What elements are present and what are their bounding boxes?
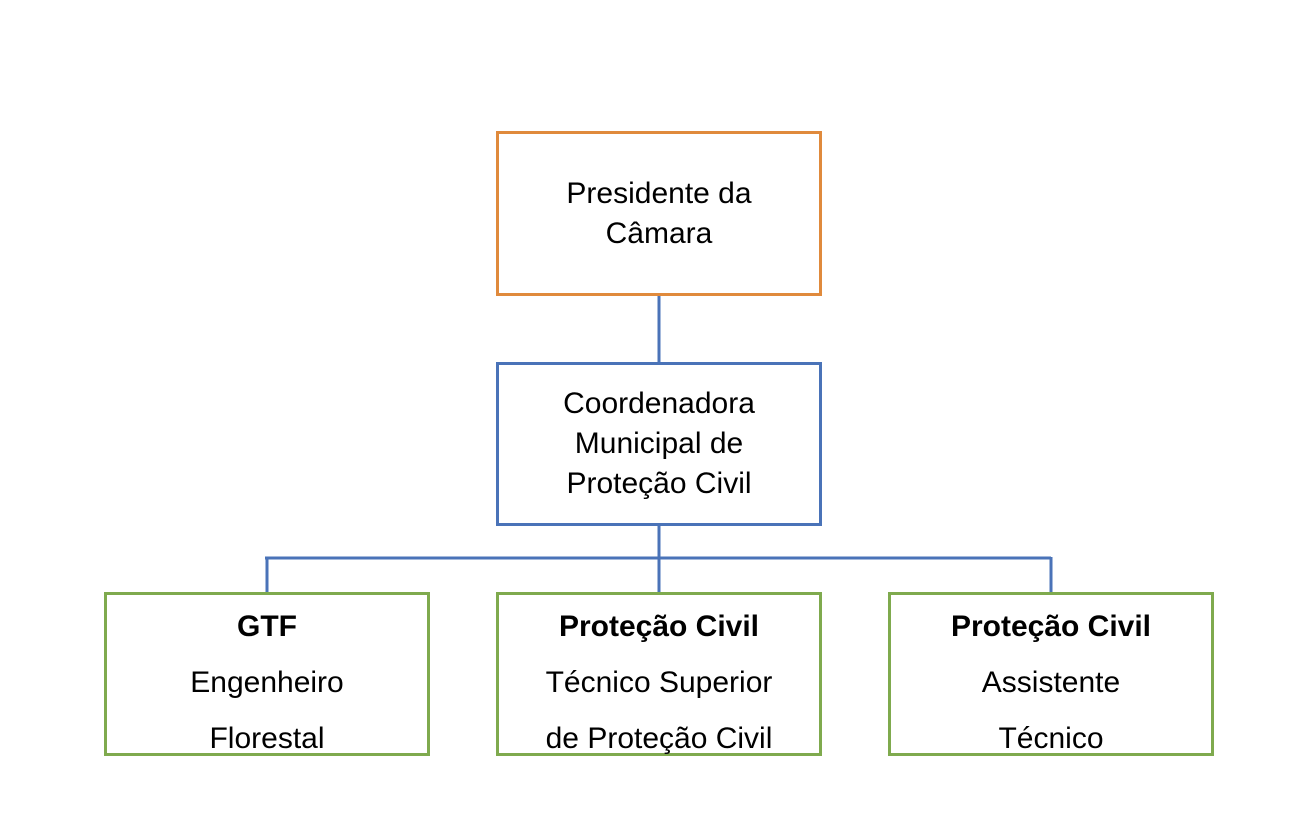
unit-role-line1: Assistente	[981, 666, 1121, 699]
unit-role-line1: Engenheiro	[190, 666, 344, 699]
unit-heading: GTF	[237, 610, 297, 643]
president-title-line2: Câmara	[605, 216, 713, 250]
president-title-line1: Presidente da	[566, 176, 752, 210]
unit-role-line1: Técnico Superior	[545, 666, 773, 699]
unit-box-assistente-tecnico: Proteção Civil Assistente Técnico	[888, 592, 1214, 756]
president-box: Presidente da Câmara	[496, 131, 822, 296]
coordinator-title-line1: Coordenadora	[563, 387, 755, 420]
coordinator-title-line2: Municipal de	[574, 427, 744, 460]
coordinator-title-line3: Proteção Civil	[566, 467, 752, 500]
unit-role-line2: Técnico	[998, 722, 1104, 755]
unit-box-tecnico-superior: Proteção Civil Técnico Superior de Prote…	[496, 592, 822, 756]
unit-heading: Proteção Civil	[950, 610, 1152, 643]
unit-box-gtf: GTF Engenheiro Florestal	[104, 592, 430, 756]
unit-role-line2: de Proteção Civil	[545, 722, 773, 755]
unit-role-line2: Florestal	[209, 722, 325, 755]
coordinator-box: Coordenadora Municipal de Proteção Civil	[496, 362, 822, 526]
unit-heading: Proteção Civil	[558, 610, 760, 643]
